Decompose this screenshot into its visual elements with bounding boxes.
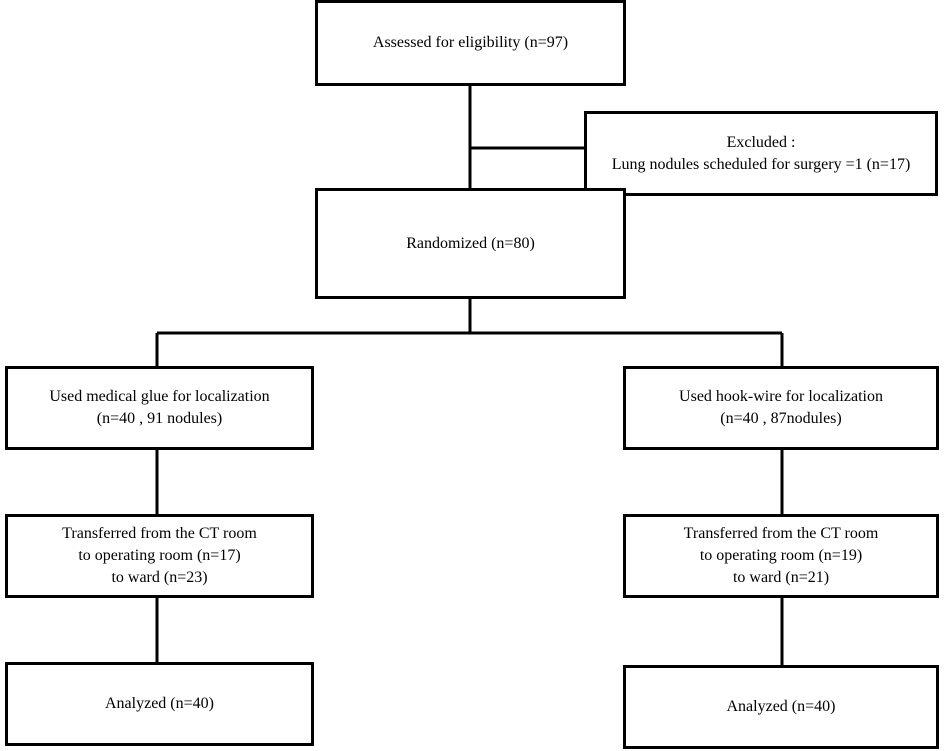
box-text-line: Used medical glue for localization — [49, 388, 270, 405]
box-text-line: Excluded : — [726, 133, 796, 151]
box-text-line: (n=40 , 87nodules) — [720, 410, 842, 427]
box-text-line: to operating room (n=19) — [699, 547, 863, 564]
box-text-line: to operating room (n=17) — [78, 547, 241, 564]
glue-analyzed-box: Analyzed (n=40) — [5, 662, 314, 746]
box-text-line: Used hook-wire for localization — [679, 388, 883, 405]
glue-transfer-box: Transferred from the CT room to operating… — [5, 514, 314, 598]
excluded-box: Excluded : Lung nodules scheduled for sur… — [584, 111, 938, 196]
box-text-line: Analyzed (n=40) — [726, 698, 836, 715]
box-text-line: Assessed for eligibility (n=97) — [372, 34, 569, 51]
box-text-line: Lung nodules scheduled for surgery =1 (n… — [611, 155, 911, 173]
box-text-line: (n=40 , 91 nodules) — [96, 410, 223, 427]
box-text-line: Transferred from the CT room — [683, 525, 879, 542]
box-text-line: to ward (n=23) — [111, 569, 208, 586]
randomized-box: Randomized (n=80) — [315, 188, 626, 299]
hookwire-analyzed-box: Analyzed (n=40) — [623, 665, 939, 749]
box-text-line: Randomized (n=80) — [406, 234, 535, 252]
glue-localization-box: Used medical glue for localization (n=40 … — [5, 366, 314, 450]
box-text-line: Transferred from the CT room — [62, 525, 257, 542]
box-text-line: to ward (n=21) — [732, 569, 830, 586]
hookwire-transfer-box: Transferred from the CT room to operating… — [623, 514, 939, 598]
assessed-box: Assessed for eligibility (n=97) — [315, 0, 626, 86]
hookwire-localization-box: Used hook-wire for localization (n=40 , 8… — [623, 366, 939, 450]
box-text-line: Analyzed (n=40) — [105, 695, 214, 712]
